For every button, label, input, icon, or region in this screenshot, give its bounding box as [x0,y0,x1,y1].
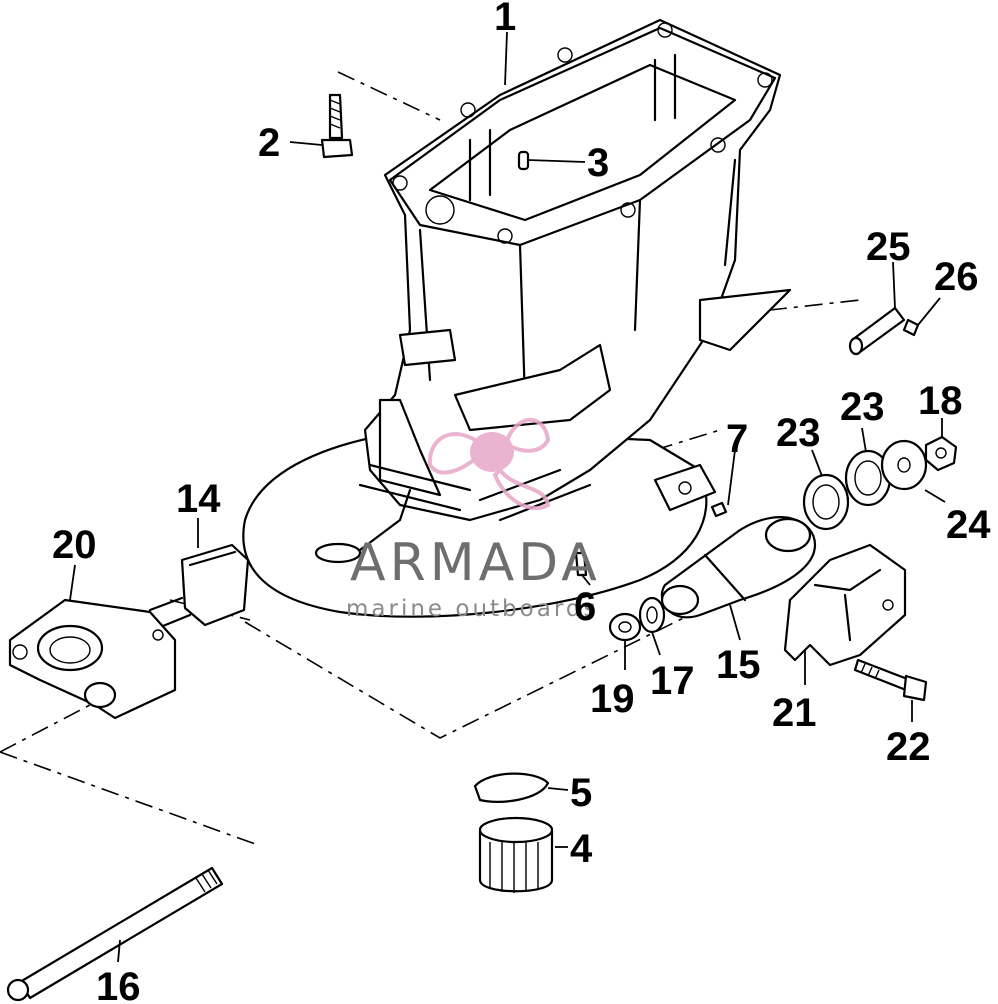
roller-bearing-4 [478,816,554,893]
callout-labels: 1 2 3 4 5 6 7 14 15 16 17 18 19 20 21 22… [52,0,991,1004]
callout-1: 1 [494,0,516,39]
callout-24: 24 [946,503,991,547]
washer-23-right [844,449,892,507]
bolt-22 [853,658,928,702]
bolt-2 [320,93,354,159]
plate-7 [653,463,728,518]
watermark-subtitle: marine outboards [346,596,598,622]
callout-6: 6 [574,585,596,629]
watermark: ARMADA marine outboards [346,417,601,622]
callout-25: 25 [866,225,911,269]
callout-19: 19 [590,677,635,721]
callout-17: 17 [650,659,695,703]
callout-4: 4 [570,827,593,871]
seal-5 [473,772,550,803]
callout-14: 14 [176,477,221,521]
callout-7: 7 [726,417,748,461]
callout-23-left: 23 [776,411,821,455]
callout-15: 15 [716,643,761,687]
callout-18: 18 [918,379,963,423]
drive-shaft-housing [242,18,792,618]
sleeve-25 [848,306,906,356]
callout-26: 26 [934,255,979,299]
callout-3: 3 [587,141,609,185]
callout-21: 21 [772,691,817,735]
long-stud-16 [6,866,224,1002]
leader-lines [69,31,946,963]
nut-18 [924,435,958,472]
screw-6 [574,551,588,577]
washer-24 [880,439,928,491]
callout-22: 22 [886,725,931,769]
callout-5: 5 [570,771,592,815]
callout-2: 2 [258,121,280,165]
callout-23-right: 23 [840,385,885,429]
washer-23-left [802,473,850,531]
propeller-logo-icon [427,417,551,511]
watermark-brand: ARMADA [350,533,601,593]
washer-19 [608,612,642,642]
cylinder-mount-15 [660,516,817,619]
rubber-mount-14 [148,543,250,630]
callout-16: 16 [96,965,141,1004]
screw-26 [902,318,920,337]
callout-20: 20 [52,523,97,567]
clamp-bracket-20 [8,598,177,720]
washer-17 [638,596,666,634]
dowel-pin-3 [517,150,530,171]
mount-cover-21 [783,543,907,667]
